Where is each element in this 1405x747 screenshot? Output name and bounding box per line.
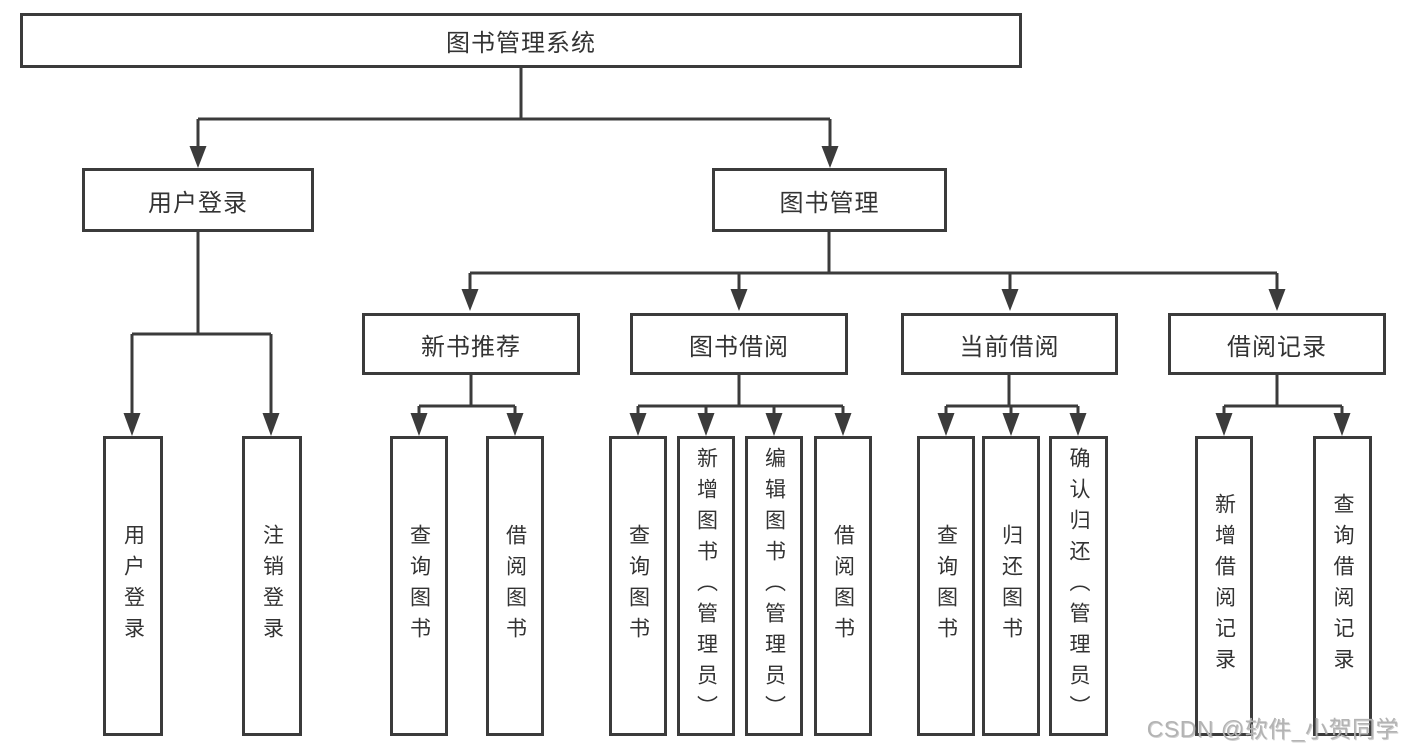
arrowhead [1001, 289, 1019, 311]
node-label: 归还图书 [999, 524, 1023, 648]
connector-current-borrow-split [944, 375, 1080, 415]
node-label: 查询借阅记录 [1331, 493, 1354, 679]
arrowhead [1268, 289, 1286, 311]
node-leaf-query-borrow-record: 查询借阅记录 [1313, 436, 1372, 736]
node-leaf-borrow-books: 借阅图书 [814, 436, 872, 736]
node-label: 借阅图书 [503, 524, 527, 648]
node-label: 注销登录 [260, 524, 284, 648]
node-leaf-query-books-recommend: 查询图书 [390, 436, 448, 736]
node-leaf-query-books-current: 查询图书 [917, 436, 975, 736]
node-user-login: 用户登录 [82, 168, 314, 232]
arrowhead [937, 413, 955, 436]
node-label: 借阅记录 [1227, 333, 1327, 361]
arrowhead [1069, 413, 1087, 436]
node-book-borrowing: 图书借阅 [630, 313, 848, 375]
node-leaf-return-books: 归还图书 [982, 436, 1040, 736]
node-label: 查询图书 [407, 524, 431, 648]
arrowhead [629, 413, 647, 436]
node-label: 查询图书 [934, 524, 958, 648]
arrowhead [189, 146, 207, 168]
node-leaf-logout-login: 注销登录 [242, 436, 302, 736]
arrowhead [410, 413, 428, 436]
node-label: 用户登录 [148, 189, 248, 217]
node-label: 确认归还（管理员） [1067, 446, 1090, 726]
node-leaf-user-login: 用户登录 [103, 436, 163, 736]
connector-new-book-split [417, 375, 517, 415]
arrowhead [730, 289, 748, 311]
node-label: 编辑图书（管理员） [762, 446, 786, 726]
node-label: 图书管理 [779, 189, 880, 217]
node-label: 新增图书（管理员） [694, 446, 718, 726]
csdn-watermark: CSDN @软件_小贺同学 [1146, 716, 1399, 742]
connector-book-management-split [468, 232, 1279, 291]
arrowhead [461, 289, 479, 311]
arrowhead [1333, 413, 1351, 436]
node-label: 新书推荐 [421, 333, 521, 361]
arrowhead [765, 413, 783, 436]
node-leaf-query-books-borrow: 查询图书 [609, 436, 667, 736]
node-label: 图书借阅 [689, 333, 789, 361]
connector-user-login-split [130, 232, 273, 415]
arrowhead [262, 413, 280, 436]
arrowhead [123, 413, 141, 436]
node-label: 借阅图书 [831, 524, 855, 648]
node-leaf-edit-books-admin: 编辑图书（管理员） [745, 436, 803, 736]
arrowhead [1215, 413, 1233, 436]
node-label: 用户登录 [121, 524, 145, 648]
node-book-management: 图书管理 [712, 168, 947, 232]
connector-book-borrow-split [636, 375, 845, 415]
node-leaf-add-books-admin: 新增图书（管理员） [677, 436, 735, 736]
connector-paths [130, 68, 1344, 415]
arrowhead [1002, 413, 1020, 436]
arrowheads [123, 146, 1351, 436]
arrowhead [821, 146, 839, 168]
arrowhead [834, 413, 852, 436]
node-library-management-system: 图书管理系统 [20, 13, 1022, 68]
node-borrowing-records: 借阅记录 [1168, 313, 1386, 375]
node-new-book-recommendation: 新书推荐 [362, 313, 580, 375]
node-leaf-borrow-books-recommend: 借阅图书 [486, 436, 544, 736]
node-label: 新增借阅记录 [1212, 493, 1236, 679]
node-label: 当前借阅 [959, 333, 1060, 361]
node-current-borrowing: 当前借阅 [901, 313, 1118, 375]
connector-borrow-record-split [1222, 375, 1344, 415]
connector-root-split [196, 68, 832, 148]
node-label: 图书管理系统 [446, 30, 596, 57]
node-label: 查询图书 [626, 524, 650, 648]
node-leaf-confirm-return-admin: 确认归还（管理员） [1049, 436, 1108, 736]
arrowhead [506, 413, 524, 436]
arrowhead [697, 413, 715, 436]
node-leaf-add-borrow-record: 新增借阅记录 [1195, 436, 1253, 736]
